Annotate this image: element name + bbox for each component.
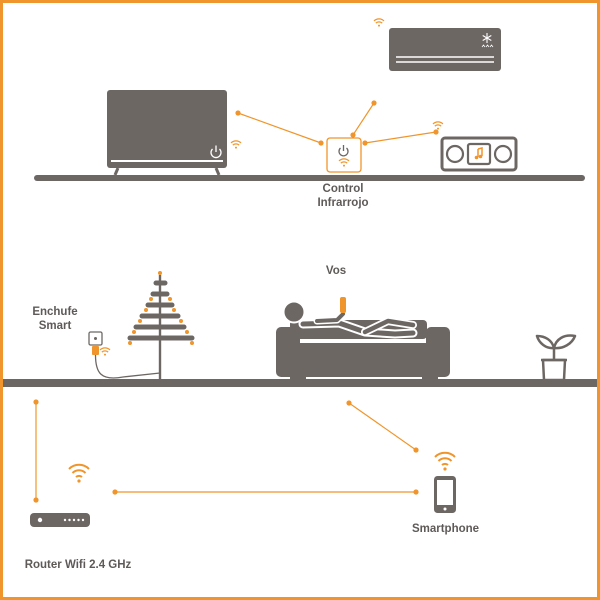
smartphone-icon xyxy=(434,476,456,513)
router-icon xyxy=(30,513,90,527)
wifi-icon xyxy=(373,18,385,28)
ir-controller-icon xyxy=(326,137,362,173)
connections xyxy=(35,102,437,500)
control-label-line2: Infrarrojo xyxy=(317,197,369,209)
plug-label-line1: Enchufe xyxy=(32,306,78,318)
plant-icon xyxy=(535,334,577,382)
music-note-icon xyxy=(474,147,483,160)
phone-label: Smartphone xyxy=(411,523,480,535)
plug-label-line2: Smart xyxy=(38,320,72,332)
floor xyxy=(3,379,597,387)
plug-label: Enchufe Smart xyxy=(20,305,90,333)
air-conditioner-icon xyxy=(389,28,501,71)
smart-plug-icon xyxy=(88,331,161,379)
music-system-icon xyxy=(440,136,518,172)
wifi-icon xyxy=(99,347,111,357)
you-label: Vos xyxy=(325,265,347,277)
wifi-icon xyxy=(434,451,456,472)
wifi-icon xyxy=(432,121,444,131)
power-icon xyxy=(210,145,222,159)
router-label: Router Wifi 2.4 GHz xyxy=(24,559,132,571)
person-icon xyxy=(282,297,418,339)
wifi-icon xyxy=(230,140,242,150)
connection-dots xyxy=(33,100,439,503)
control-label: Control Infrarrojo xyxy=(303,182,383,210)
tv-icon xyxy=(107,90,227,176)
wifi-icon xyxy=(68,463,90,484)
snowflake-icon xyxy=(482,33,492,43)
upper-shelf xyxy=(34,175,585,181)
power-icon xyxy=(338,145,349,157)
christmas-tree-icon xyxy=(127,271,195,381)
control-label-line1: Control xyxy=(322,183,364,195)
diagram-canvas xyxy=(3,18,597,527)
